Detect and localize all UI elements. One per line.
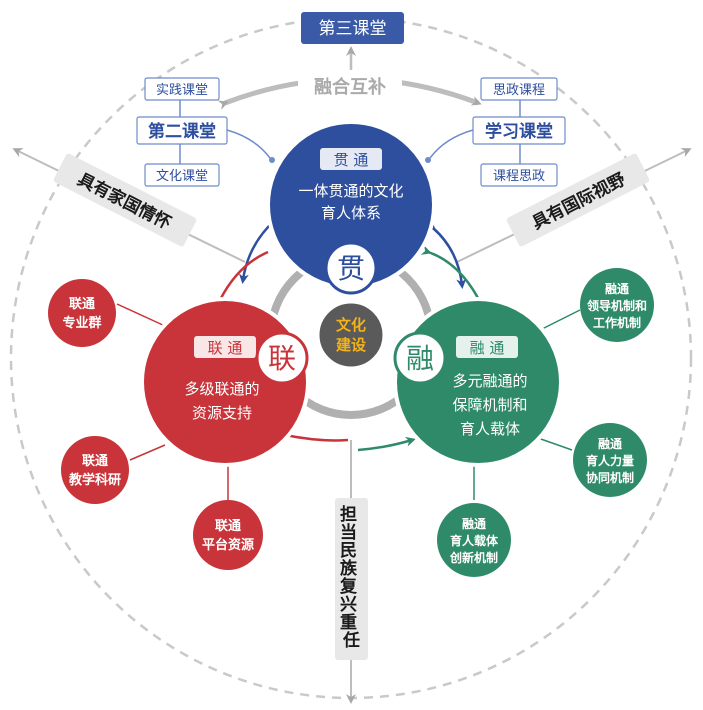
sat-leadership-line2: 领导机制和 xyxy=(587,298,647,313)
sat-coordination-line1: 融通 xyxy=(598,436,622,451)
sat-carrier-innovation-circle xyxy=(437,503,511,577)
green-right-arc xyxy=(420,245,480,299)
center-circle xyxy=(316,300,386,370)
third-classroom-label: 第三课堂 xyxy=(319,19,387,39)
integrate-label: 融合互补 xyxy=(314,76,386,98)
rong-symbol: 融 xyxy=(406,342,434,375)
second-classroom-label: 第二课堂 xyxy=(148,121,216,142)
third-classroom-box xyxy=(301,12,404,44)
culture-class-label: 文化课堂 xyxy=(156,169,208,184)
sat-major-group-circle xyxy=(48,279,116,347)
ideology-course-box xyxy=(480,77,558,101)
center-line1: 文化 xyxy=(336,316,366,334)
sat-teaching-research-circle xyxy=(61,436,129,504)
rong-title-line1: 多元融通的 xyxy=(452,372,527,390)
sat-carrier-innovation-line3: 创新机制 xyxy=(449,550,498,565)
sat-coordination-line3: 协同机制 xyxy=(586,470,634,485)
rong-title-line3: 育人载体 xyxy=(460,420,520,438)
sat-coordination-circle xyxy=(573,423,647,497)
sat-major-group-line1: 联通 xyxy=(69,296,95,312)
blue-right-arc xyxy=(425,220,467,289)
sat-platform-resources-line2: 平台资源 xyxy=(202,537,254,553)
lian-badge-label: 联 通 xyxy=(208,339,243,357)
sat-teaching-research-line2: 教学科研 xyxy=(68,472,121,488)
lian-badge xyxy=(194,336,256,358)
green-bottom-arc xyxy=(357,436,416,452)
practice-class-box xyxy=(144,77,220,101)
rong-title-line2: 保障机制和 xyxy=(452,396,527,414)
center-line2: 建设 xyxy=(336,336,366,354)
sat-platform-resources-line1: 联通 xyxy=(215,518,241,534)
sat-platform-resources-circle xyxy=(193,500,263,570)
lian-symbol: 联 xyxy=(268,342,296,375)
guan-symbol: 贯 xyxy=(337,252,365,285)
rong-badge-label: 融 通 xyxy=(470,339,505,357)
bottom-side-label-box xyxy=(335,498,368,660)
sat-leadership-circle xyxy=(580,268,654,342)
lian-symbol-circle xyxy=(255,331,309,385)
sat-teaching-research-line1: 联通 xyxy=(82,453,108,469)
sat-major-group-line2: 专业群 xyxy=(62,315,101,331)
guan-title-line1: 一体贯通的文化 xyxy=(298,182,403,200)
bottom-side-label: 担 当 民 族 复 兴 重 任 xyxy=(339,505,363,651)
integrate-box xyxy=(298,72,402,100)
sat-leadership-line1: 融通 xyxy=(605,281,629,296)
lian-title-line2: 资源支持 xyxy=(192,404,252,422)
guan-symbol-circle xyxy=(324,241,378,295)
course-ideology-label: 课程思政 xyxy=(493,169,545,184)
rong-badge xyxy=(456,336,518,358)
culture-class-box xyxy=(144,163,220,187)
guan-badge-label: 贯 通 xyxy=(334,151,369,169)
ideology-course-label: 思政课程 xyxy=(493,83,545,98)
red-bottom-arc xyxy=(278,428,349,442)
sat-leadership-line3: 工作机制 xyxy=(593,315,641,330)
guan-badge xyxy=(320,148,382,170)
study-classroom-label: 学习课堂 xyxy=(485,121,553,142)
guan-title-line2: 育人体系 xyxy=(321,204,381,222)
sat-carrier-innovation-line2: 育人载体 xyxy=(450,533,499,548)
rong-symbol-circle xyxy=(393,331,447,385)
course-ideology-box xyxy=(480,163,558,187)
sat-carrier-innovation-line1: 融通 xyxy=(462,516,486,531)
red-left-arc xyxy=(212,250,269,308)
practice-class-label: 实践课堂 xyxy=(156,83,208,98)
sat-coordination-line2: 育人力量 xyxy=(586,453,634,468)
lian-title-line1: 多级联通的 xyxy=(184,380,259,398)
